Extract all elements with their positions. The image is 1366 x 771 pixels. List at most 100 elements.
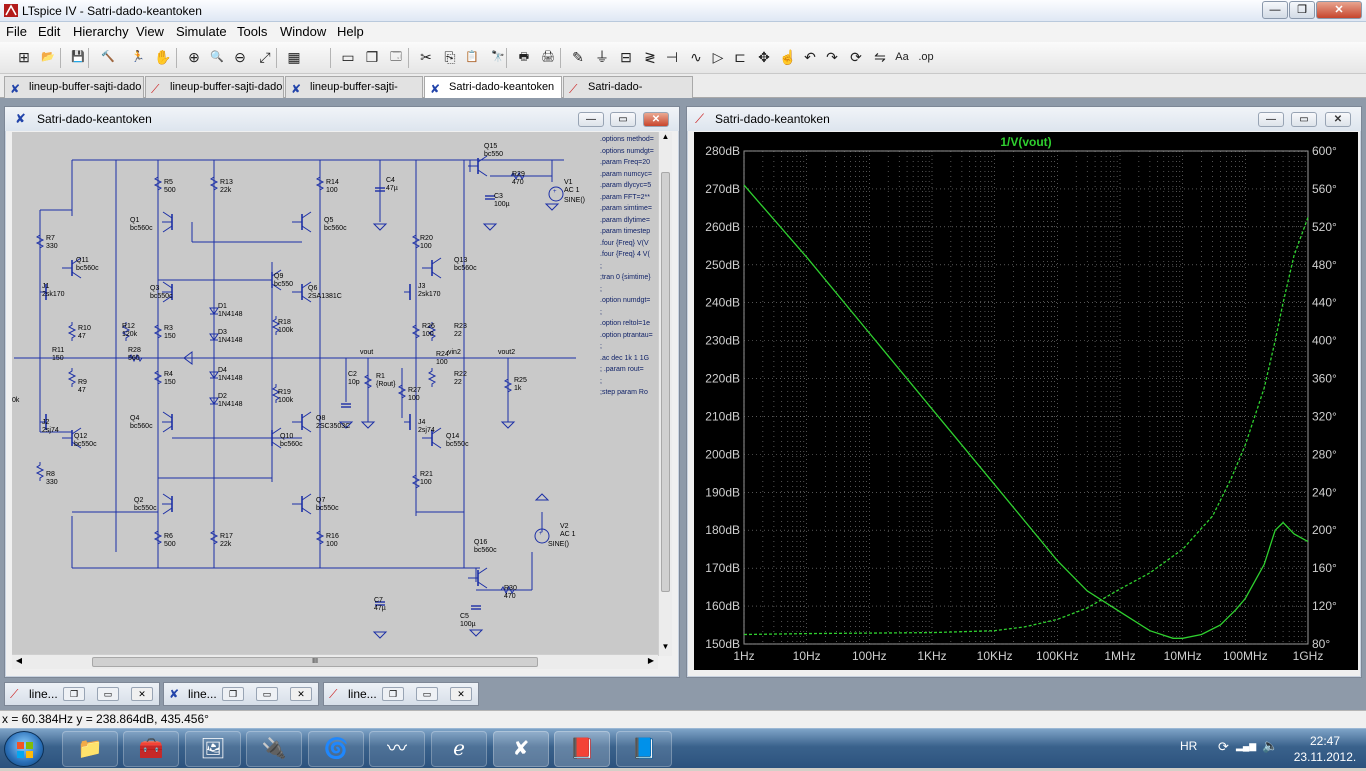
tab-lineup-buffer-1[interactable]: ✘lineup-buffer-sajti-dado	[4, 76, 144, 98]
resistor-symbol[interactable]	[153, 528, 163, 547]
transistor-collector[interactable]	[301, 281, 312, 289]
move-icon[interactable]: ✥	[758, 49, 770, 65]
zoom-fit-icon[interactable]: ⤢	[259, 49, 271, 65]
resistor-symbol[interactable]	[411, 232, 421, 251]
schematic-horizontal-scrollbar[interactable]: ◀ III ▶	[12, 654, 658, 669]
resistor-symbol[interactable]	[35, 462, 45, 481]
spice-directives-panel[interactable]: .options method=.options numdgt=.param F…	[596, 132, 658, 656]
minimized-window-2[interactable]: ✘line...❐▭✕	[163, 682, 319, 706]
voltage-source-symbol[interactable]	[548, 186, 564, 202]
redo-icon[interactable]: ↷	[826, 49, 838, 65]
resistor-symbol[interactable]	[153, 174, 163, 193]
copy-icon[interactable]: ⎘	[444, 49, 456, 65]
resistor-icon[interactable]: ≷	[644, 49, 656, 65]
zoom-out-icon[interactable]: ⊖	[234, 49, 246, 65]
ground-symbol[interactable]	[500, 421, 516, 429]
mini-restore-button[interactable]: ❐	[63, 687, 85, 701]
transistor-emitter[interactable]	[162, 295, 173, 303]
undo-icon[interactable]: ↶	[804, 49, 816, 65]
minimize-button[interactable]: —	[1262, 1, 1288, 19]
transistor-emitter[interactable]	[271, 441, 282, 449]
transistor-emitter[interactable]	[301, 425, 312, 433]
resistor-symbol[interactable]	[121, 322, 131, 341]
tab-satri-schematic[interactable]: ✘Satri-dado-keantoken	[424, 76, 562, 99]
mini-restore-button[interactable]: ❐	[382, 687, 404, 701]
taskbar-slideshow-icon[interactable]: 🖼	[185, 731, 241, 767]
transistor-collector[interactable]	[271, 269, 282, 277]
transistor-emitter[interactable]	[162, 425, 173, 433]
spice-directive[interactable]: .option ptrantau=	[600, 331, 653, 339]
minimized-window-3[interactable]: ⟋line...❐▭✕	[323, 682, 479, 706]
start-button[interactable]	[4, 731, 44, 767]
schematic-restore-button[interactable]: ▭	[610, 112, 636, 127]
close-button[interactable]: ✕	[1316, 1, 1362, 19]
taskbar-ltspice-icon[interactable]: ✘	[493, 731, 549, 767]
clock[interactable]: 22:47 23.11.2012.	[1290, 733, 1360, 765]
mini-maximize-button[interactable]: ▭	[97, 687, 119, 701]
transistor-emitter[interactable]	[301, 507, 312, 515]
taskbar-toolbox-icon[interactable]: 🧰	[123, 731, 179, 767]
drag-icon[interactable]: ☝	[779, 49, 797, 65]
transistor-collector[interactable]	[477, 567, 488, 575]
print-icon[interactable]: 🖨	[541, 51, 555, 63]
transistor-emitter[interactable]	[162, 507, 173, 515]
spice-directive[interactable]: .four {Freq} 4 V(	[600, 251, 650, 258]
menu-simulate[interactable]: Simulate	[176, 24, 227, 39]
mini-restore-button[interactable]: ❐	[222, 687, 244, 701]
transistor-collector[interactable]	[71, 257, 82, 265]
network-icon[interactable]: ▂▄▆	[1236, 741, 1257, 751]
capacitor-icon[interactable]: ⊣	[665, 49, 679, 65]
transistor-emitter[interactable]	[71, 271, 82, 279]
power-flag-symbol[interactable]	[534, 493, 550, 501]
text-icon[interactable]: Aa	[895, 51, 909, 63]
resistor-symbol[interactable]	[427, 368, 437, 387]
diode-symbol[interactable]	[183, 351, 193, 365]
close-all-icon[interactable]: 🗔	[390, 51, 402, 63]
resistor-symbol[interactable]	[397, 382, 407, 401]
transistor-collector[interactable]	[431, 427, 442, 435]
taskbar-notes-icon[interactable]: 📘	[616, 731, 672, 767]
spice-directive[interactable]: ;	[600, 343, 602, 350]
resistor-symbol[interactable]	[411, 322, 421, 341]
transistor-collector[interactable]	[301, 411, 312, 419]
zoom-in-icon[interactable]: ⊕	[188, 49, 200, 65]
diode-symbol[interactable]	[209, 397, 219, 405]
scroll-left-arrow-icon[interactable]: ◀	[15, 656, 23, 665]
autorange-icon[interactable]: ▦	[287, 49, 301, 65]
spice-directive[interactable]: .param dlycyc=5	[600, 182, 652, 189]
spice-directive[interactable]: .ac dec 1k 1 1G	[600, 354, 650, 362]
sync-icon[interactable]: ⟳	[1218, 739, 1229, 754]
cascade-icon[interactable]: ❐	[365, 49, 379, 65]
find-icon[interactable]: 🔭	[491, 51, 505, 63]
paste-icon[interactable]: 📋	[465, 51, 479, 63]
transistor-collector[interactable]	[162, 281, 173, 289]
transistor-collector[interactable]	[162, 493, 173, 501]
language-indicator[interactable]: HR	[1180, 739, 1198, 753]
ground-symbol[interactable]	[544, 203, 560, 211]
tile-horizontal-icon[interactable]: ▭	[341, 49, 355, 65]
voltage-source-symbol[interactable]	[534, 528, 550, 544]
menu-edit[interactable]: Edit	[38, 24, 61, 39]
ground-symbol[interactable]	[468, 629, 484, 637]
label-net-icon[interactable]: ⊟	[620, 49, 632, 65]
transistor-collector[interactable]	[162, 211, 173, 219]
transistor-emitter[interactable]	[71, 441, 82, 449]
resistor-symbol[interactable]	[503, 376, 513, 395]
resistor-symbol[interactable]	[411, 472, 421, 491]
plot-restore-button[interactable]: ▭	[1291, 112, 1317, 127]
spice-directive[interactable]: .option numdgt=	[600, 297, 651, 304]
resistor-symbol[interactable]	[67, 368, 77, 387]
resistor-symbol[interactable]	[67, 322, 77, 341]
taskbar-oscilloscope-icon[interactable]: 〰	[369, 731, 425, 767]
resistor-symbol[interactable]	[209, 528, 219, 547]
ground-symbol[interactable]	[338, 421, 354, 429]
resistor-symbol[interactable]	[498, 585, 517, 595]
spice-directive[interactable]: .options numdgt=	[600, 147, 654, 155]
open-icon[interactable]: 📂	[41, 51, 55, 63]
print-setup-icon[interactable]: 🖶	[518, 51, 530, 63]
zoom-pan-icon[interactable]: 🔍	[210, 51, 224, 63]
transistor-emitter[interactable]	[477, 581, 488, 589]
run-icon[interactable]: 🏃	[131, 51, 145, 63]
taskbar-explorer-icon[interactable]: 📁	[62, 731, 118, 767]
